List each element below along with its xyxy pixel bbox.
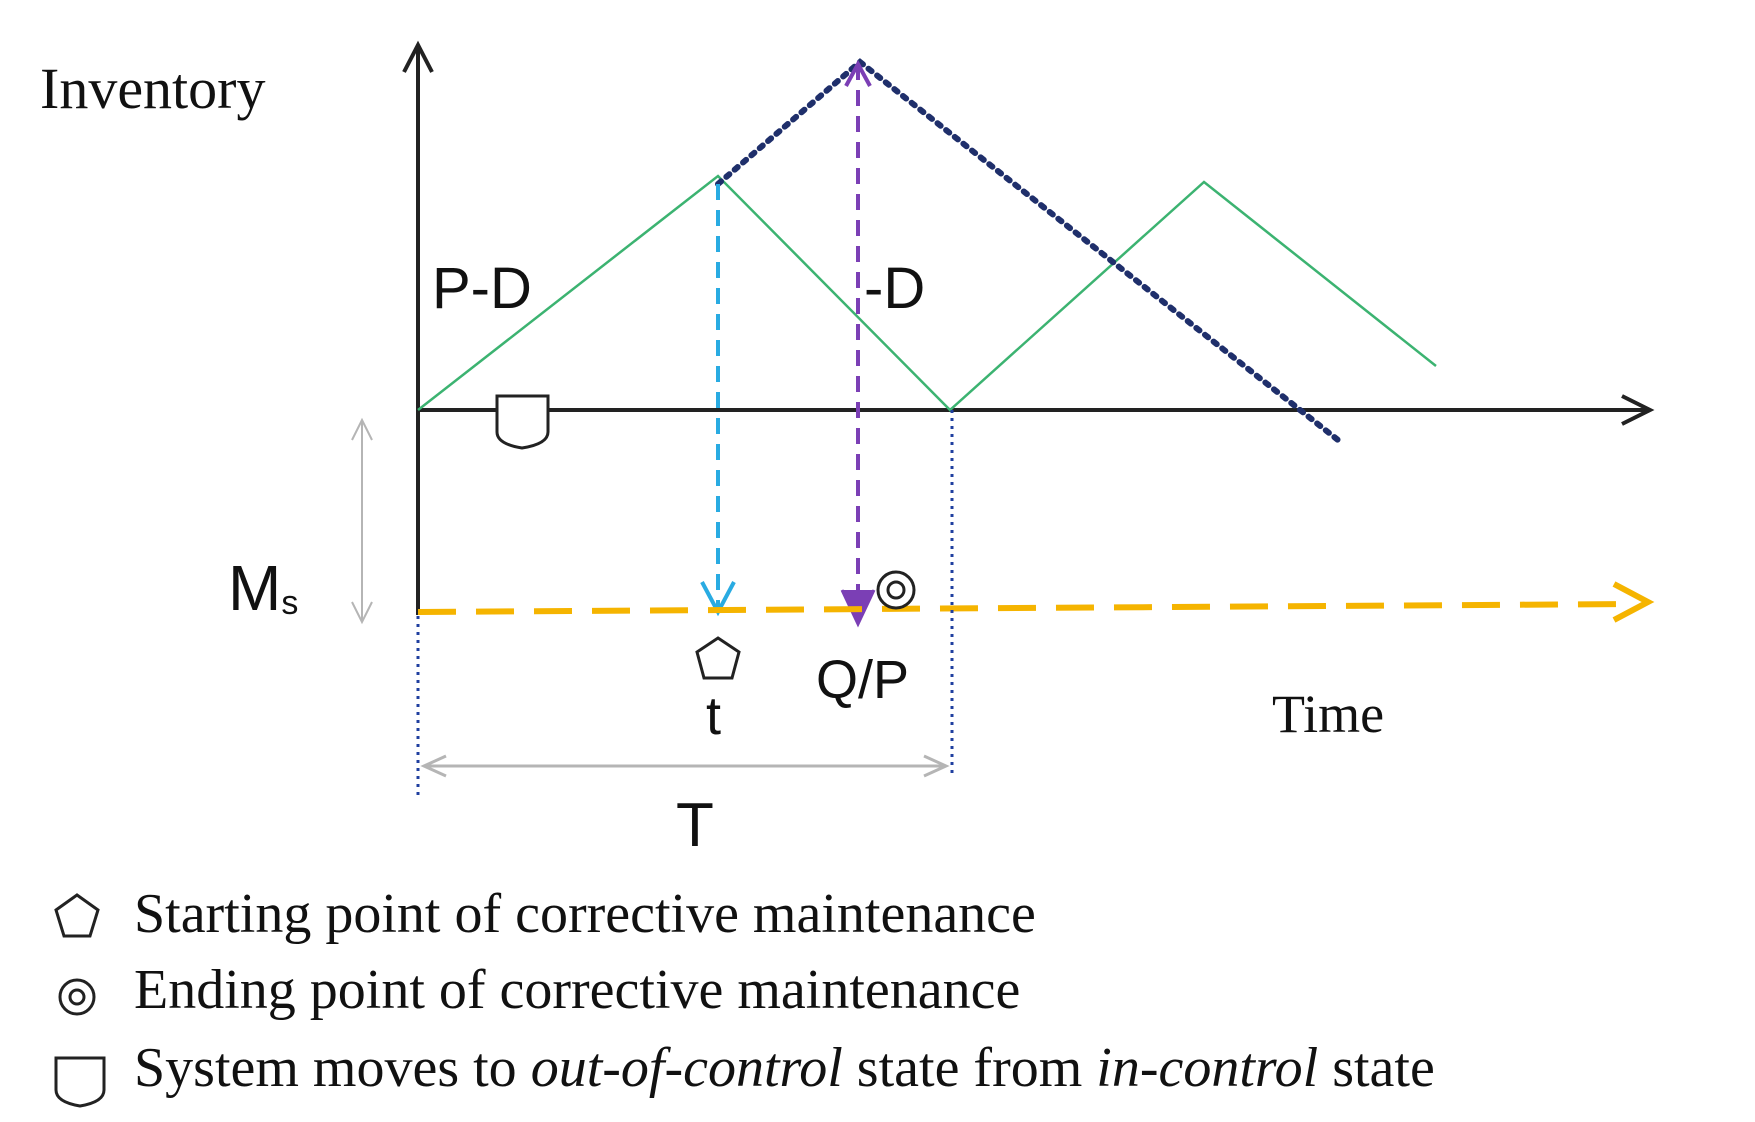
legend-double-circle-icon <box>58 978 96 1016</box>
y-axis-arrowhead <box>402 40 434 73</box>
inventory-level-line <box>417 174 1437 412</box>
x-axis-arrowhead <box>1621 394 1655 426</box>
legend-item-start: Starting point of corrective maintenance <box>134 883 1036 945</box>
extended-cycle-dotted-line <box>715 58 1341 443</box>
orange-arrowhead <box>1612 581 1655 623</box>
x-axis-label: Time <box>1272 684 1384 744</box>
shield-icon <box>495 394 550 450</box>
ms-label: Ms <box>228 552 298 624</box>
maintenance-level-dashed-line <box>417 601 1629 615</box>
qp-label: Q/P <box>816 650 909 710</box>
legend-item-end: Ending point of corrective maintenance <box>134 959 1020 1021</box>
production-slope-label: P-D <box>432 256 532 321</box>
legend-shield-icon <box>54 1056 106 1108</box>
legend-state-part-1: System moves to <box>134 1037 531 1099</box>
ms-subscript: s <box>281 584 298 622</box>
y-axis-label: Inventory <box>40 56 266 121</box>
legend-pentagon-icon <box>54 893 100 938</box>
cycle-length-label: T <box>676 791 714 860</box>
legend-state-part-2: out-of-control <box>531 1037 843 1099</box>
ms-height-arrow <box>351 417 373 625</box>
demand-slope-label: -D <box>864 256 925 321</box>
legend-state-part-3: state from <box>843 1037 1096 1099</box>
legend-state-part-5: state <box>1318 1037 1435 1099</box>
axes <box>402 40 1655 615</box>
double-circle-icon <box>876 570 916 610</box>
legend: Starting point of corrective maintenance… <box>54 883 1435 1108</box>
legend-item-state: System moves to out-of-control state fro… <box>134 1037 1435 1099</box>
pentagon-icon <box>695 636 741 680</box>
purple-arrowhead-top <box>844 59 872 87</box>
legend-state-part-4: in-control <box>1096 1037 1318 1099</box>
t-label: t <box>706 686 721 746</box>
ms-main: M <box>228 552 281 624</box>
cycle-length-arrow <box>420 754 950 778</box>
